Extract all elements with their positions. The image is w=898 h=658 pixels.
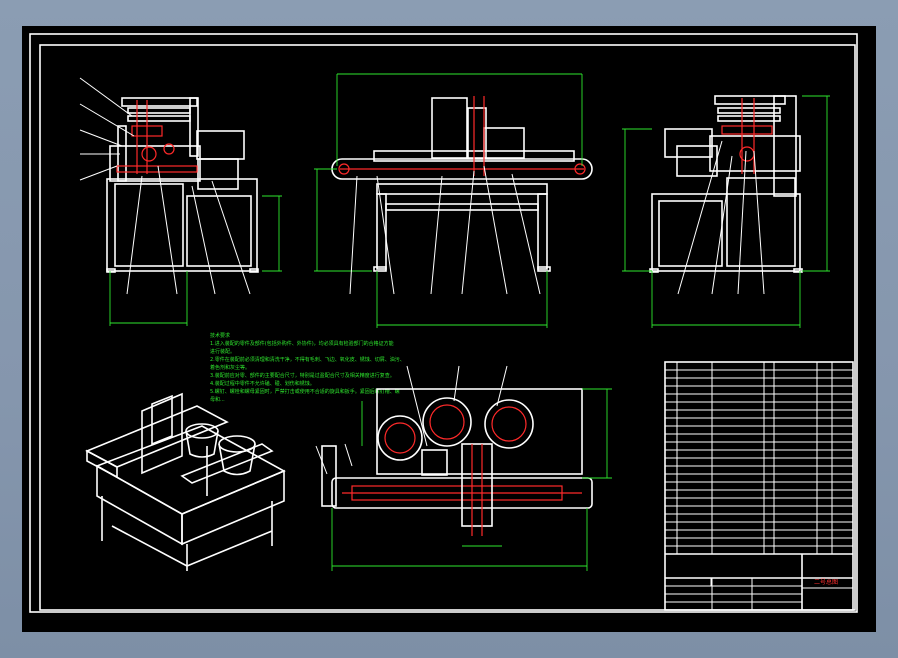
parts-rows <box>665 369 853 547</box>
drawing-name: 二号总图 <box>814 578 838 586</box>
cad-drawing-canvas[interactable]: 技术要求 1.进入装配的零件及部件(包括外购件、外协件)，均必须具有检验部门的合… <box>22 26 876 632</box>
inner-border <box>39 44 856 611</box>
tech-note-line: 1.进入装配的零件及部件(包括外购件、外协件)，均必须具有检验部门的合格证方能 <box>210 340 394 347</box>
top-view[interactable] <box>315 365 612 571</box>
parts-list-and-title-block[interactable]: 二号总图 <box>664 361 854 611</box>
tech-note-line: 2.零件在装配前必须清理和清洗干净，不得有毛刺、飞边、氧化皮、锈蚀、切屑、油污、 <box>210 356 405 363</box>
tech-note-line: 母和... <box>210 396 225 403</box>
tech-note-line: 4.装配过程中零件不允许磕、碰、划伤和锈蚀。 <box>210 380 315 387</box>
right-side-view[interactable] <box>622 95 830 328</box>
tech-note-line: 着色剂和灰尘等。 <box>210 364 250 371</box>
front-view[interactable] <box>314 73 593 328</box>
left-side-view[interactable] <box>79 77 282 326</box>
tech-note-line: 进行装配。 <box>210 348 235 355</box>
technical-notes: 技术要求 1.进入装配的零件及部件(包括外购件、外协件)，均必须具有检验部门的合… <box>210 332 405 403</box>
outer-border <box>29 33 858 613</box>
drawing-sheet[interactable]: 技术要求 1.进入装配的零件及部件(包括外购件、外协件)，均必须具有检验部门的合… <box>22 26 876 632</box>
tech-notes-heading: 技术要求 <box>210 332 230 339</box>
isometric-view[interactable] <box>85 392 286 571</box>
tech-note-line: 5.螺钉、螺栓和螺母紧固时，严禁打击或使用不合适的旋具和扳手。紧固后螺钉槽、螺 <box>210 388 400 395</box>
tech-note-line: 3.装配前应对零、部件的主要配合尺寸，特别是过盈配合尺寸及相关精度进行复查。 <box>210 372 395 379</box>
